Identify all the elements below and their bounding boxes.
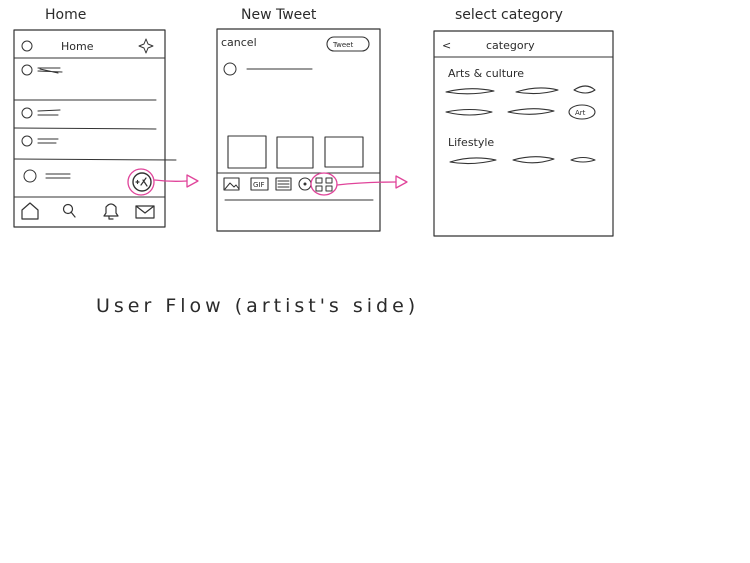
back-icon[interactable]: < <box>442 39 451 52</box>
composer-avatar-icon <box>223 62 237 76</box>
image-icon[interactable] <box>223 177 240 191</box>
notifications-tab-icon[interactable] <box>103 203 119 220</box>
new-tweet-phone-frame <box>216 28 381 232</box>
group-label-lifestyle: Lifestyle <box>448 136 494 149</box>
select-category-screen-title: select category <box>455 7 563 23</box>
sparkle-icon[interactable] <box>138 38 154 54</box>
home-tab-icon[interactable] <box>21 202 39 220</box>
feed-row[interactable] <box>21 107 61 119</box>
user-avatar-icon <box>21 135 33 147</box>
location-icon[interactable] <box>298 177 312 191</box>
new-tweet-screen: New Tweet cancel Tweet GIF <box>216 7 381 232</box>
category-chip[interactable] <box>507 108 555 115</box>
user-avatar-icon <box>21 107 33 119</box>
cancel-button[interactable]: cancel <box>221 36 257 49</box>
user-flow-caption: User Flow (artist's side) <box>96 295 419 317</box>
home-screen-title: Home <box>45 7 86 23</box>
flow-arrow <box>154 174 199 188</box>
gif-icon[interactable]: GIF <box>250 177 269 191</box>
feed-row[interactable] <box>23 169 71 183</box>
category-chip-art-label: Art <box>575 109 586 117</box>
select-category-screen: select category < category Arts & cultur… <box>433 7 614 237</box>
home-screen: Home Home <box>13 7 177 228</box>
feed-row[interactable] <box>21 135 59 147</box>
gif-icon-label: GIF <box>253 181 265 189</box>
photo-thumbnail[interactable] <box>276 136 314 169</box>
flow-arrow <box>336 175 408 189</box>
user-avatar-icon <box>23 169 37 183</box>
category-chip[interactable] <box>570 156 596 163</box>
category-icon[interactable] <box>310 172 338 196</box>
user-avatar-icon <box>21 64 33 76</box>
feed-row[interactable] <box>21 64 63 76</box>
tweet-button[interactable]: Tweet <box>326 36 370 52</box>
category-chip[interactable] <box>449 157 497 165</box>
category-chip-art[interactable]: Art <box>568 104 596 120</box>
new-tweet-screen-title: New Tweet <box>241 7 317 23</box>
category-chip[interactable] <box>445 88 495 95</box>
category-chip[interactable] <box>573 85 596 94</box>
photo-thumbnail[interactable] <box>227 135 267 169</box>
group-label-arts-culture: Arts & culture <box>448 67 524 80</box>
compose-tweet-button[interactable] <box>127 168 155 196</box>
photo-thumbnail[interactable] <box>324 136 364 168</box>
search-tab-icon[interactable] <box>62 203 76 218</box>
tweet-button-label: Tweet <box>332 41 353 49</box>
home-avatar-icon[interactable] <box>21 40 33 52</box>
home-header-label: Home <box>61 40 94 53</box>
poll-icon[interactable] <box>275 177 292 191</box>
select-category-phone-frame <box>433 30 614 237</box>
category-chip[interactable] <box>512 156 555 164</box>
messages-tab-icon[interactable] <box>135 205 155 219</box>
category-header-label: category <box>486 39 535 52</box>
category-chip[interactable] <box>515 87 559 95</box>
category-chip[interactable] <box>445 108 493 116</box>
